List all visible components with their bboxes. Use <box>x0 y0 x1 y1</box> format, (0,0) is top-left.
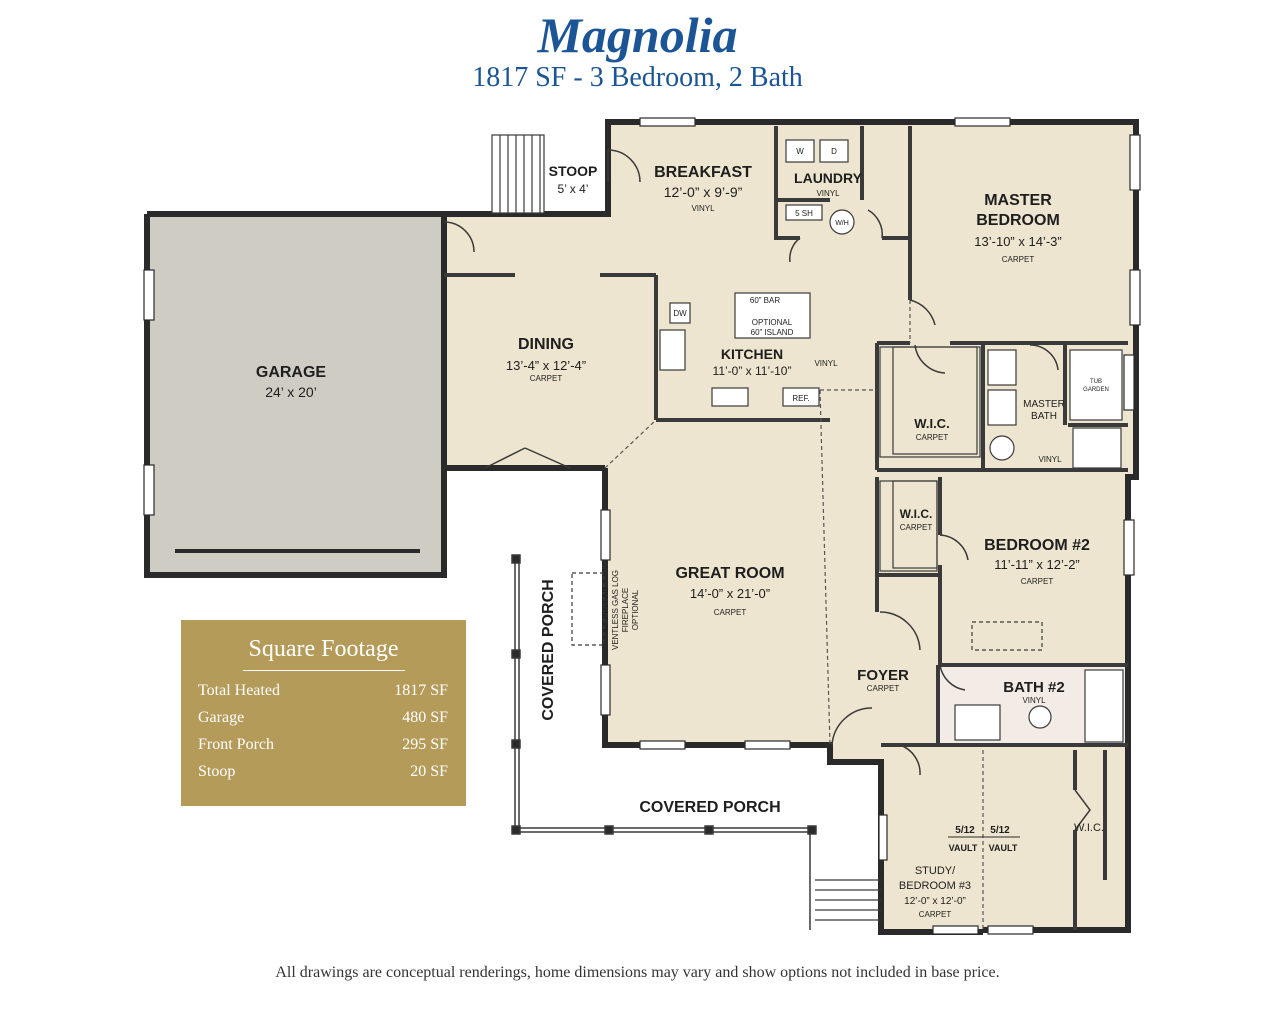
dishwasher-label: DW <box>673 309 687 318</box>
bedroom-2-label: BEDROOM #2 <box>984 537 1090 554</box>
vault-word-right: VAULT <box>989 843 1018 853</box>
sf-row-stoop: Stoop 20 SF <box>198 763 448 785</box>
breakfast-floor: VINYL <box>691 204 715 213</box>
wic-3-label: W.I.C. <box>1074 822 1104 834</box>
shelf-label: 5 SH <box>795 209 813 218</box>
bedroom-2-floor: CARPET <box>1021 577 1054 586</box>
disclaimer: All drawings are conceptual renderings, … <box>275 964 1000 981</box>
sf-row-label: Stoop <box>198 763 236 780</box>
laundry-label: LAUNDRY <box>794 170 863 186</box>
plan-title: Magnolia <box>537 7 738 63</box>
master-bath-floor: VINYL <box>1038 455 1062 464</box>
great-room-dims: 14’-0” x 21’-0” <box>690 586 770 601</box>
vault-word-left: VAULT <box>949 843 978 853</box>
study-dims: 12’-0” x 12’-0” <box>904 896 966 907</box>
bath-2-label: BATH #2 <box>1003 679 1064 696</box>
square-footage-title: Square Footage <box>248 636 399 662</box>
tub-label-1: TUB <box>1090 379 1102 385</box>
study-label-2: BEDROOM #3 <box>899 880 971 892</box>
fireplace-label-1: 42” PREFAB <box>601 587 610 632</box>
sf-row-value: 295 SF <box>402 736 448 753</box>
master-bath-label-2: BATH <box>1031 411 1057 422</box>
refrigerator-label: REF. <box>792 394 809 403</box>
sf-row-garage: Garage 480 SF <box>198 709 448 731</box>
closet-panels <box>879 346 981 572</box>
laundry-floor: VINYL <box>816 189 840 198</box>
sf-row-total-heated: Total Heated 1817 SF <box>198 682 448 704</box>
fireplace-label-3: FIREPLACE <box>621 588 630 632</box>
foyer-floor: CARPET <box>867 684 900 693</box>
island-label-1: OPTIONAL <box>752 318 793 327</box>
water-heater-label: W/H <box>835 220 849 227</box>
master-bedroom-label-2: BEDROOM <box>976 212 1060 229</box>
bedroom-2-dims: 11’-11” x 12’-2” <box>994 557 1080 572</box>
bar-label: 60” BAR <box>750 296 780 305</box>
room-labels: GARAGE 24’ x 20’ STOOP 5’ x 4’ BREAKFAST… <box>256 163 1104 919</box>
kitchen-label: KITCHEN <box>721 346 783 362</box>
bath-2-floor: VINYL <box>1022 696 1046 705</box>
sf-row-label: Front Porch <box>198 736 274 753</box>
wic-master-label: W.I.C. <box>914 416 949 431</box>
breakfast-label: BREAKFAST <box>654 164 752 181</box>
front-steps <box>815 879 881 921</box>
master-bath-label-1: MASTER <box>1023 399 1065 410</box>
kitchen-floor: VINYL <box>814 359 838 368</box>
vault-pitch-left: 5/12 <box>955 825 975 836</box>
dining-dims: 13’-4” x 12’-4” <box>506 358 586 373</box>
great-room-label: GREAT ROOM <box>675 565 784 582</box>
plan-subtitle: 1817 SF - 3 Bedroom, 2 Bath <box>472 62 803 93</box>
vault-pitch-right: 5/12 <box>990 825 1010 836</box>
garage-dims: 24’ x 20’ <box>265 384 317 400</box>
kitchen-dims: 11’-0” x 11’-10” <box>713 364 792 378</box>
great-room-floor: CARPET <box>714 608 747 617</box>
sf-row-front-porch: Front Porch 295 SF <box>198 736 448 758</box>
stoop-dims: 5’ x 4’ <box>558 182 589 196</box>
wic-2-floor: CARPET <box>900 523 933 532</box>
sf-row-label: Total Heated <box>198 682 280 699</box>
breakfast-dims: 12’-0” x 9’-9” <box>664 184 743 200</box>
stoop-label: STOOP <box>549 163 598 179</box>
master-bedroom-label-1: MASTER <box>984 192 1052 209</box>
dining-label: DINING <box>518 336 574 353</box>
covered-porch-side-label: COVERED PORCH <box>540 579 557 720</box>
sf-row-value: 20 SF <box>410 763 448 780</box>
covered-porch-front-label: COVERED PORCH <box>639 799 780 816</box>
study-floor: CARPET <box>919 910 952 919</box>
fixtures <box>571 139 1124 743</box>
interior-walls <box>444 126 1128 930</box>
master-bedroom-floor: CARPET <box>1002 255 1035 264</box>
covered-porch-outline <box>511 554 817 930</box>
tub-label-2: GARDEN <box>1083 387 1109 393</box>
study-label-1: STUDY/ <box>915 865 956 877</box>
dashed-openings <box>604 300 984 930</box>
island-label-2: 60” ISLAND <box>751 328 794 337</box>
fixture-labels: W D 5 SH W/H 60” BAR OPTIONAL 60” ISLAND… <box>601 147 1109 853</box>
washer-label: W <box>796 147 804 156</box>
wic-master-floor: CARPET <box>916 433 949 442</box>
master-bedroom-dims: 13’-10” x 14’-3” <box>974 234 1061 249</box>
sf-row-value: 480 SF <box>402 709 448 726</box>
dryer-label: D <box>831 147 837 156</box>
windows <box>143 117 1141 935</box>
dining-floor: CARPET <box>530 374 563 383</box>
garage-label: GARAGE <box>256 364 327 381</box>
fireplace-label-4: OPTIONAL <box>631 589 640 630</box>
sf-row-label: Garage <box>198 709 245 726</box>
foyer-label: FOYER <box>857 667 909 684</box>
square-footage-divider <box>243 670 405 671</box>
wic-2-label: W.I.C. <box>900 507 933 521</box>
door-swings <box>443 149 1091 831</box>
fireplace-label-2: VENTLESS GAS LOG <box>611 570 620 650</box>
sf-row-value: 1817 SF <box>394 682 448 699</box>
square-footage-panel: Square Footage Total Heated 1817 SF Gara… <box>181 620 466 806</box>
fireplace-note: 42” PREFAB VENTLESS GAS LOG FIREPLACE OP… <box>601 570 640 650</box>
stoop-stairs <box>491 134 545 214</box>
